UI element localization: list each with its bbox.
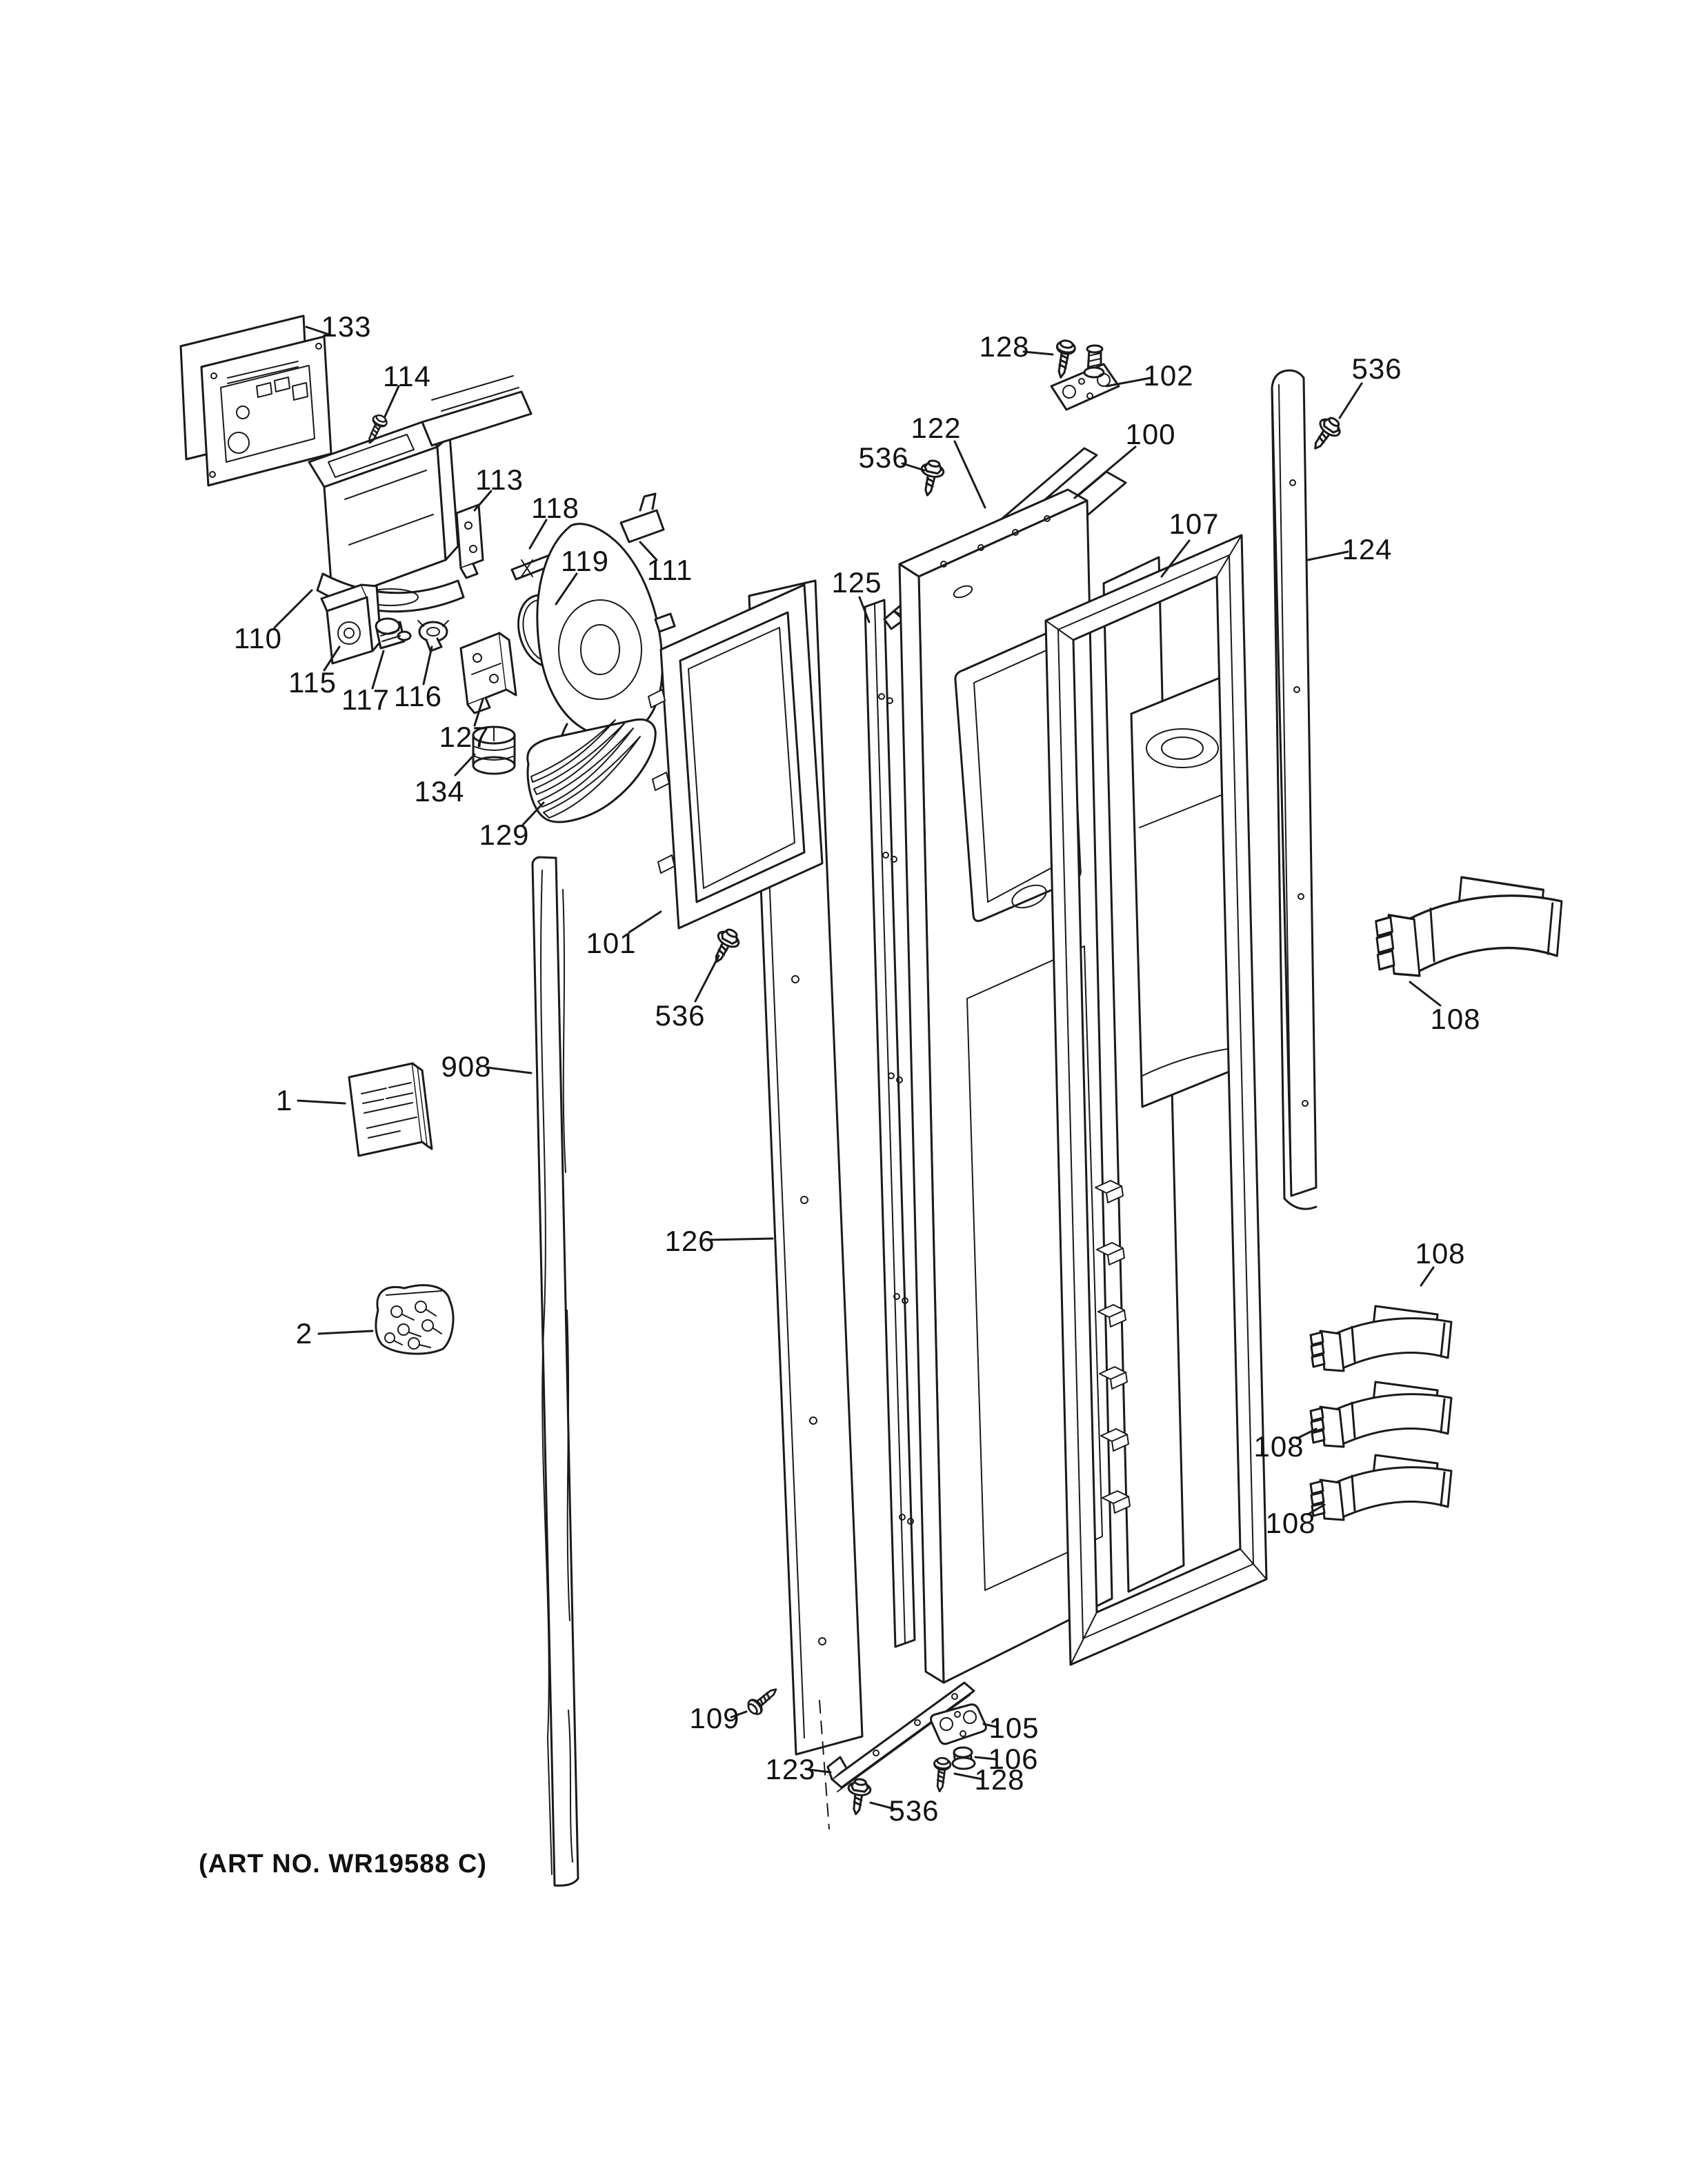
hinge-top-102 [1050,344,1120,411]
dispenser-board-panel-133 [179,314,332,487]
callout-133: 133 [321,310,372,343]
screw-109-icon [744,1682,782,1719]
collar-134 [472,725,516,775]
valve-116 [417,620,449,652]
bracket-113 [455,503,484,579]
callout-114: 114 [383,360,431,392]
callout-125: 125 [831,566,882,599]
callout-108-bin-bottom: 108 [1265,1507,1316,1539]
callout-111: 111 [646,554,693,586]
door-handle-108 [1374,876,1563,977]
callout-908: 908 [441,1050,492,1083]
door-bin-top-108 [1309,1305,1453,1372]
callout-100: 100 [1125,418,1176,450]
filler-strip-125 [864,599,916,1648]
callout-113: 113 [475,463,524,496]
callout-108-bin-mid: 108 [1253,1430,1304,1463]
drip-grille-129 [526,718,657,823]
callout-107: 107 [1169,508,1220,540]
callout-123: 123 [765,1753,816,1785]
screw-128-bottom-icon [931,1756,953,1794]
callout-117: 117 [341,683,390,716]
callout-129: 129 [479,819,530,851]
callout-106: 106 [988,1743,1039,1775]
grommet-106 [951,1746,976,1770]
callout-126: 126 [664,1225,715,1257]
callout-124: 124 [1342,533,1393,565]
callout-128-bottom: 128 [974,1763,1025,1796]
callout-536-right: 536 [1351,352,1402,385]
callout-122: 122 [911,412,962,444]
callout-536-mid: 536 [655,999,706,1032]
callout-116: 116 [394,680,442,712]
screw-536-right-icon [1305,412,1346,456]
hardware-bag [375,1284,455,1355]
callout-115: 115 [288,666,337,699]
callout-101: 101 [586,927,637,959]
callout-2: 2 [295,1317,313,1350]
nozzle-117 [375,617,412,650]
callout-108-bin-top: 108 [1415,1237,1466,1270]
screw-128-top-icon [1051,338,1077,381]
callout-110: 110 [234,622,282,654]
callout-105: 105 [988,1712,1040,1744]
callout-118: 118 [531,492,579,524]
art-number: (ART NO. WR19588 C) [199,1850,488,1879]
side-trim-908 [531,856,579,1887]
callout-109: 109 [689,1702,740,1734]
leader-lines [273,325,1442,1811]
callout-128-top: 128 [979,330,1030,363]
callout-102: 102 [1143,359,1194,392]
bottom-dash-line [819,1700,830,1830]
dispenser-housing-110 [308,375,533,613]
callout-127: 127 [439,721,490,753]
inner-door-panel [1095,556,1246,1593]
door-bin-middle-108 [1309,1381,1453,1448]
side-trim-124 [1271,369,1318,1210]
fan-shroud-111 [536,492,676,790]
screw-536-mid-icon [706,924,744,968]
callout-1: 1 [275,1084,293,1116]
callout-108-handle: 108 [1430,1003,1481,1035]
instruction-booklet [348,1062,433,1157]
callout-134: 134 [414,775,465,808]
callout-536-top: 536 [858,441,909,474]
door-gasket-107 [1044,534,1268,1666]
bracket-127 [459,632,517,714]
solenoid-box-115 [320,583,382,665]
dispenser-frame-101 [648,583,824,930]
callout-119: 119 [561,545,609,577]
callout-536-bottom: 536 [888,1794,940,1827]
screw-536-top-icon [915,457,947,499]
door-bin-bottom-108 [1309,1454,1453,1521]
